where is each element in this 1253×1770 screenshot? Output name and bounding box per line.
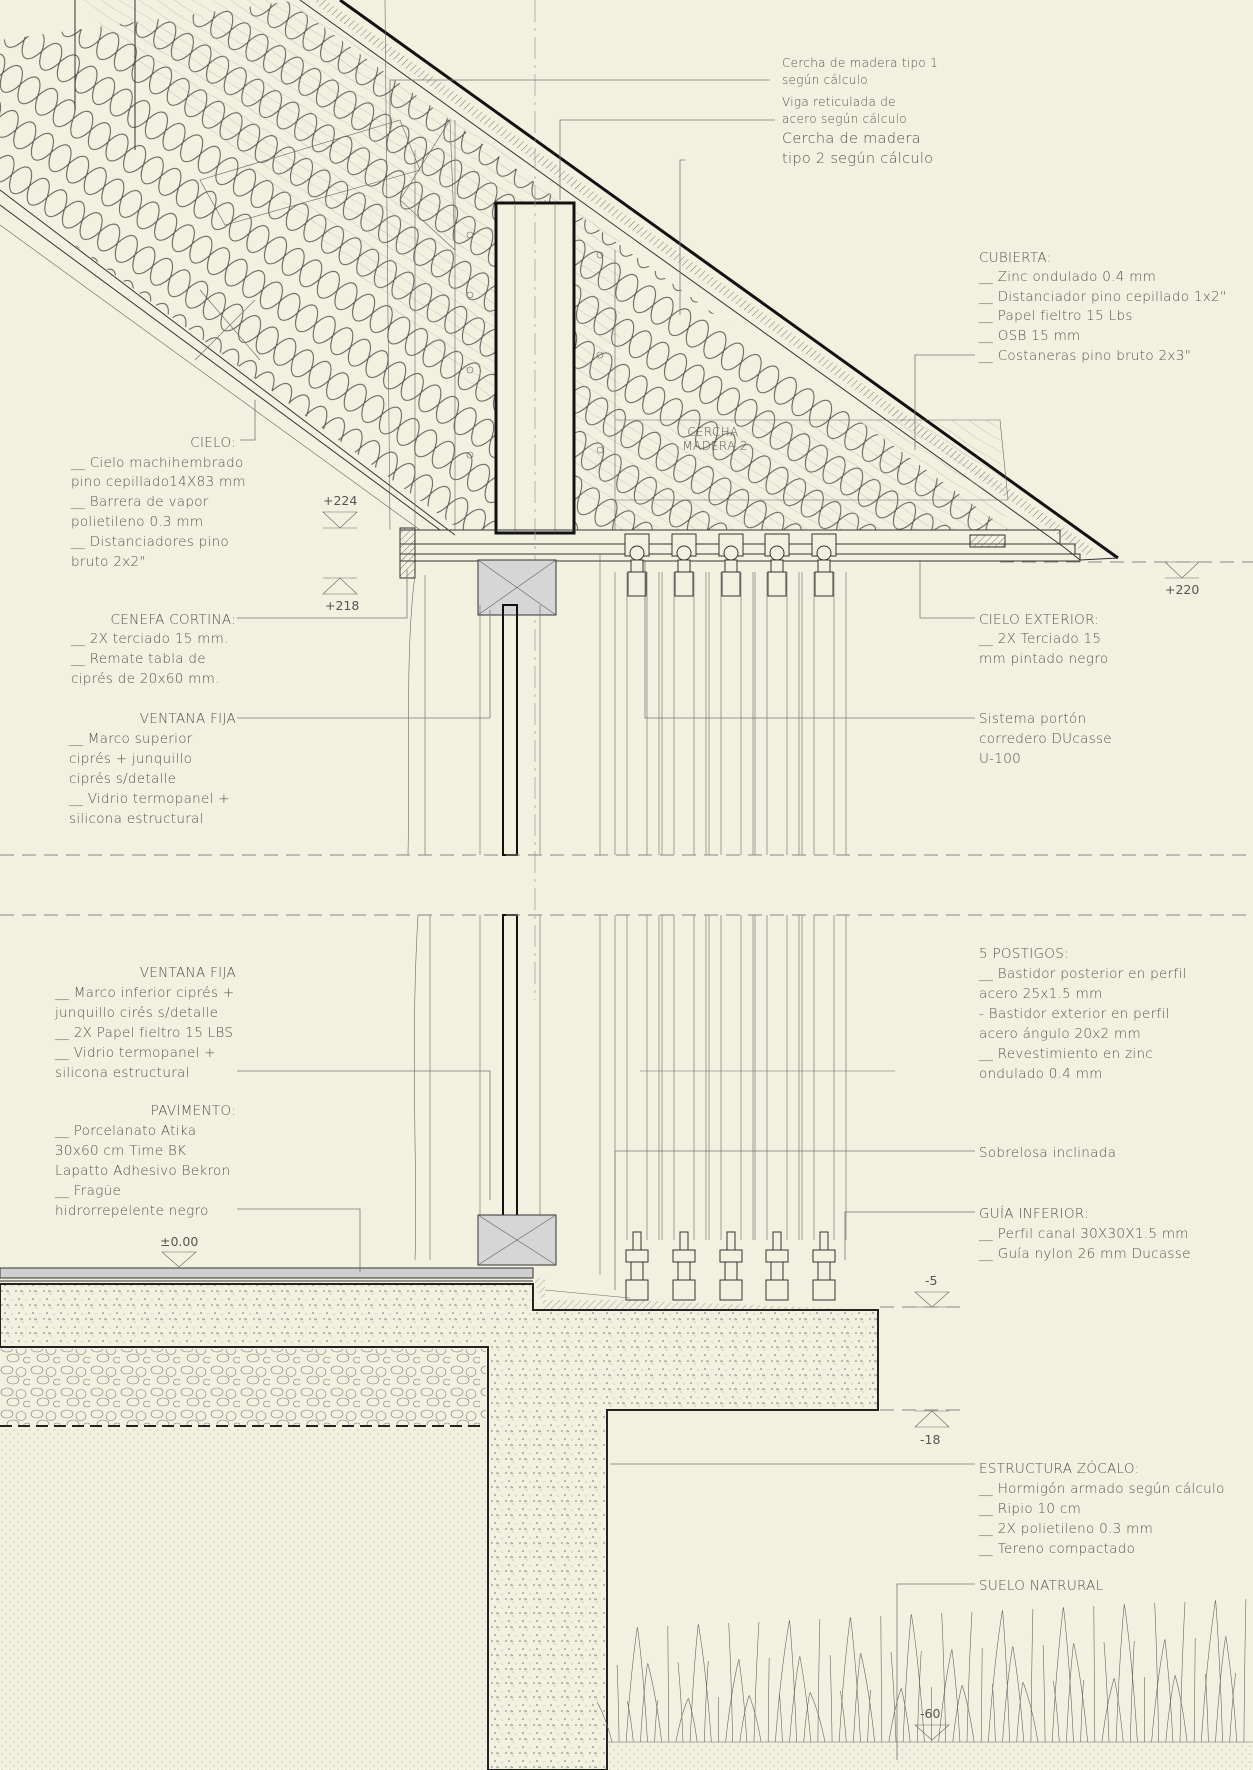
label-cercha-tipo-1: Cercha de madera tipo 1 según cálculo	[782, 56, 942, 87]
label-guia-inferior: GUÍA INFERIOR: __ Perfil canal 30X30X1.5…	[978, 1205, 1193, 1262]
label-postigos: 5 POSTIGOS: __ Bastidor posterior en per…	[978, 946, 1191, 1082]
roller-bottom	[812, 1231, 836, 1301]
level-minus-18: -18	[920, 1432, 940, 1447]
label-cubierta: CUBIERTA: __ Zinc ondulado 0.4 mm __ Dis…	[978, 250, 1231, 364]
floor-and-foundation	[0, 1267, 1253, 1770]
roller-top	[718, 533, 744, 597]
roof-assembly	[0, 0, 1119, 1000]
label-cenefa: __ 2X terciado 15 mm. __ Remate tabla de…	[70, 631, 233, 687]
level-minus-5: -5	[925, 1273, 937, 1288]
level-220: +220	[1165, 582, 1199, 597]
label-pavimento: __ Porcelanato Atika 30x60 cm Time BK La…	[54, 1123, 235, 1219]
window-and-shutters	[0, 555, 1253, 1275]
roller-top	[624, 533, 650, 597]
level-minus-60: -60	[920, 1706, 940, 1721]
shutter-panel	[754, 572, 800, 1240]
label-ventana-superior: __ Marco superior ciprés + junquillo cip…	[68, 731, 234, 827]
level-218: +218	[325, 598, 359, 613]
shutter-panel	[801, 572, 847, 1240]
shutter-panel	[614, 572, 660, 1240]
label-cielo: __ Cielo machihembrado pino cepillado14X…	[70, 455, 250, 570]
sliding-door-rollers	[624, 533, 837, 1301]
label-sistema-porton: Sistema portón corredero DUcasse U-100	[979, 711, 1117, 767]
label-ventana-inferior: __ Marco inferior ciprés + junquillo cir…	[54, 985, 239, 1081]
label-cercha-tipo-2: Cercha de madera tipo 2 según cálculo	[782, 131, 933, 167]
roller-bottom	[719, 1231, 743, 1301]
label-sobrelosa: Sobrelosa inclinada	[979, 1145, 1116, 1161]
head-assembly	[399, 527, 1081, 1301]
roller-bottom	[672, 1231, 696, 1301]
leader-lines	[237, 79, 975, 1760]
label-pavimento-title: PAVIMENTO:	[151, 1103, 236, 1119]
roller-top	[671, 533, 697, 597]
label-viga-reticulada: Viga reticulada de acero según cálculo	[782, 95, 907, 126]
label-suelo-natural: SUELO NATRURAL	[979, 1578, 1104, 1594]
roller-top	[764, 533, 790, 597]
shutter-panel	[708, 572, 754, 1240]
label-cenefa-title: CENEFA CORTINA:	[111, 612, 236, 628]
label-estructura-zocalo: ESTRUCTURA ZÓCALO: __ Hormigón armado se…	[978, 1459, 1229, 1557]
label-ventana-superior-title: VENTANA FIJA	[140, 711, 236, 727]
level-000: ±0.00	[160, 1234, 198, 1249]
level-224: +224	[323, 493, 357, 508]
label-ventana-inferior-title: VENTANA FIJA	[140, 965, 236, 981]
label-cercha-madera-tag: CERCHA MADERA 2	[682, 425, 747, 453]
annotation-labels: Cercha de madera tipo 1 según cálculo Vi…	[54, 56, 1231, 1594]
label-cielo-exterior: CIELO EXTERIOR: __ 2X Terciado 15 mm pin…	[978, 612, 1108, 667]
level-markers: +224 +218 +220 ±0.00 -5 -18 -60	[160, 493, 1253, 1741]
label-cielo-title: CIELO:	[190, 435, 236, 451]
roller-bottom	[765, 1231, 789, 1301]
roller-bottom	[625, 1231, 649, 1301]
roller-top	[811, 533, 837, 597]
shutter-panel	[661, 572, 707, 1240]
